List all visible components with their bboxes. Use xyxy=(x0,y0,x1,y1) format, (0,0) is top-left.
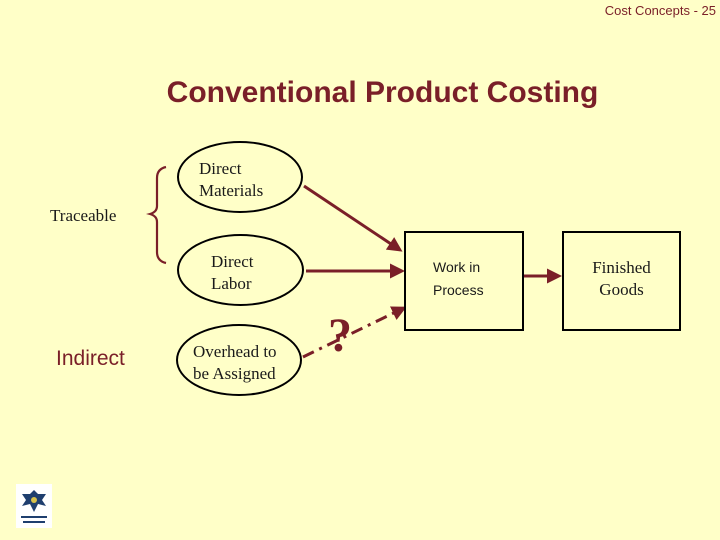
overhead-line2: be Assigned xyxy=(193,364,276,383)
finished-goods-box: Finished Goods xyxy=(562,231,681,331)
indirect-label: Indirect xyxy=(56,347,125,370)
direct-materials-line2: Materials xyxy=(199,181,264,200)
work-in-process-line2: Process xyxy=(433,282,484,298)
slide-title: Conventional Product Costing xyxy=(166,76,599,109)
direct-labor-line1: Direct xyxy=(211,252,254,271)
finished-goods-line2: Goods xyxy=(599,280,644,299)
overhead-node: Overhead to be Assigned xyxy=(176,324,302,396)
finished-goods-line1: Finished xyxy=(592,258,651,277)
materials-to-wip-arrow xyxy=(303,184,403,252)
direct-materials-node: Direct Materials xyxy=(177,141,303,213)
work-in-process-box: Work in Process xyxy=(404,231,524,331)
overhead-to-wip-dotted-arrow xyxy=(302,306,407,359)
direct-materials-line1: Direct xyxy=(199,159,242,178)
direct-labor-line2: Labor xyxy=(211,274,252,293)
direct-labor-node: Direct Labor xyxy=(177,234,304,306)
question-mark: ? xyxy=(328,309,352,362)
traceable-label: Traceable xyxy=(50,206,117,225)
slide-number: Cost Concepts - 25 xyxy=(604,3,716,18)
traceable-brace xyxy=(146,165,167,265)
overhead-line1: Overhead to xyxy=(193,342,277,361)
university-crest-icon xyxy=(16,484,52,528)
work-in-process-line1: Work in xyxy=(433,259,481,275)
